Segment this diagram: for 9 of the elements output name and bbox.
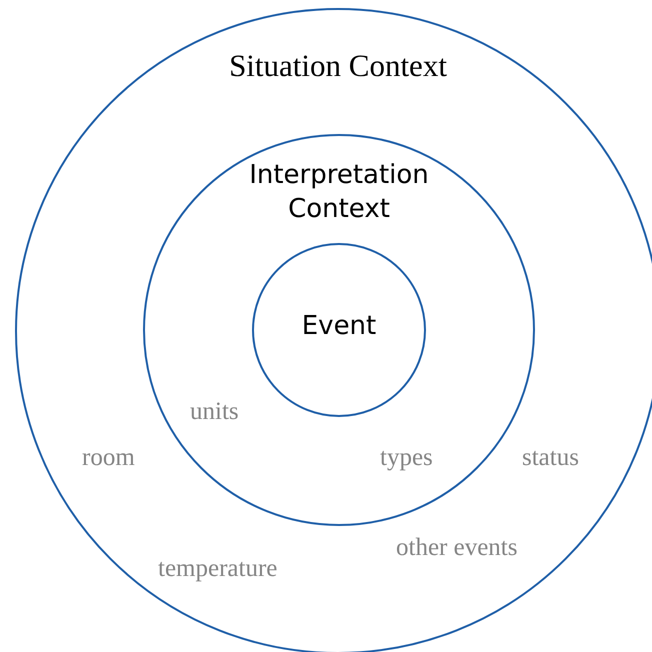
annotation-text: temperature [158,555,278,583]
annotation-text: types [380,444,433,472]
annotation-text: other events [396,534,518,562]
center-label: Event [300,310,378,343]
annotation-text: units [190,398,239,426]
ring-heading: Interpretation Context [248,159,430,226]
annotation-text: room [82,444,135,472]
ring-heading: Situation Context [228,47,448,85]
annotation-text: status [522,444,579,472]
